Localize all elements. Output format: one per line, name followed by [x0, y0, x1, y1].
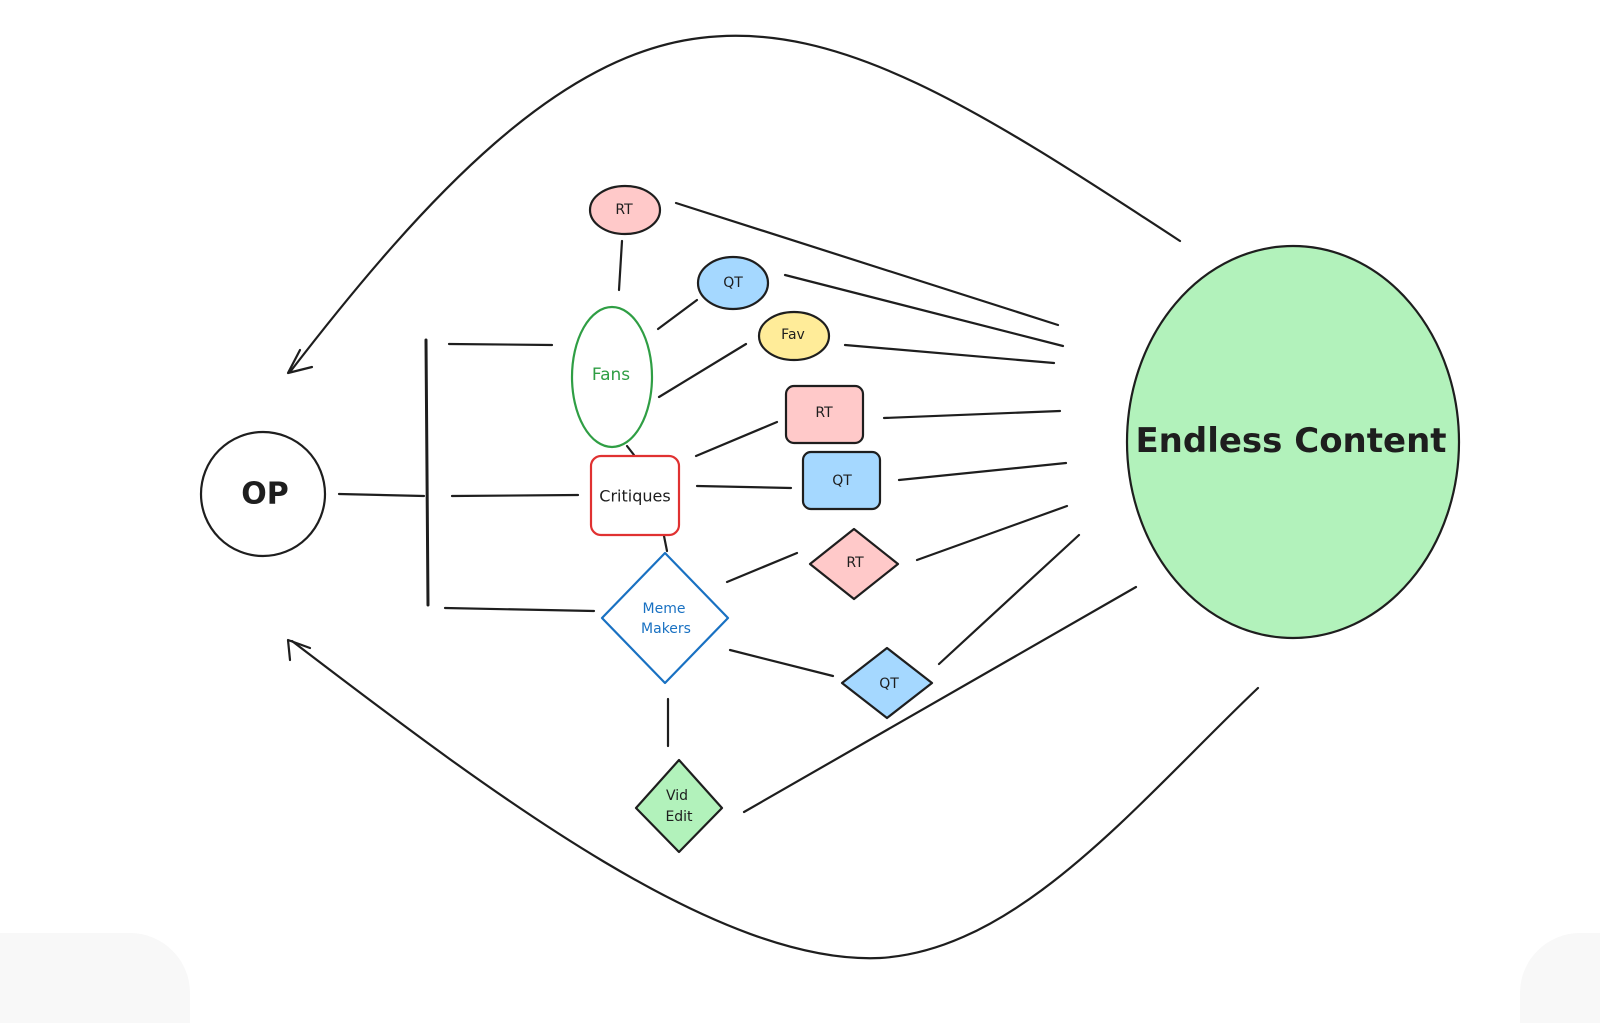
fans-node: Fans: [570, 305, 654, 449]
fans-to-qt: [656, 298, 699, 331]
rt-critiques-node: RT: [784, 384, 865, 445]
vid-edit-label-1: Vid: [666, 788, 688, 804]
critiques-to-meme: [662, 534, 669, 553]
bottom-curve-arrow: [290, 639, 1260, 960]
critiques-to-rt: [694, 420, 779, 458]
rt-critiques-label: RT: [815, 405, 833, 421]
rt-meme-to-content: [915, 504, 1069, 562]
critiques-label: Critiques: [599, 487, 670, 506]
op-label: OP: [241, 477, 289, 512]
qt-crit-to-content: [897, 461, 1068, 482]
qt-meme-to-content: [937, 533, 1081, 666]
vid-to-content: [742, 585, 1138, 814]
fav-to-content: [843, 343, 1056, 365]
meme-makers-node: Meme Makers: [600, 551, 730, 685]
rt-top-to-fans: [617, 239, 624, 292]
qt-top-label: QT: [723, 275, 743, 291]
rt-top-node: RT: [588, 184, 662, 236]
branch-trunk: [424, 338, 430, 607]
endless-content-node: Endless Content: [1125, 244, 1461, 640]
qt-critiques-node: QT: [801, 450, 882, 511]
critiques-to-qt: [695, 484, 793, 490]
rt-meme-label: RT: [846, 555, 864, 571]
qt-top-to-content: [783, 273, 1065, 348]
meme-to-qt: [728, 648, 835, 678]
critiques-node: Critiques: [589, 454, 681, 537]
vid-edit-label-2: Edit: [665, 809, 693, 825]
fans-to-fav: [657, 342, 748, 399]
op-node: OP: [199, 430, 327, 558]
op-connector: [337, 492, 426, 498]
qt-meme-node: QT: [840, 646, 934, 720]
fav-label: Fav: [781, 327, 805, 343]
bottom-left-panel: [0, 933, 190, 1023]
meme-makers-label-2: Makers: [641, 621, 691, 637]
fav-node: Fav: [757, 310, 831, 362]
top-curve-arrow: [288, 34, 1182, 374]
meme-makers-label-1: Meme: [643, 601, 686, 617]
bottom-arrowhead: [286, 638, 312, 662]
rt-crit-to-content: [882, 409, 1062, 420]
top-arrowhead: [286, 348, 314, 375]
endless-content-label: Endless Content: [1135, 421, 1446, 461]
meme-to-rt: [725, 551, 799, 584]
fans-to-critiques: [625, 444, 636, 457]
qt-top-node: QT: [696, 255, 770, 311]
fans-label: Fans: [592, 365, 630, 385]
rt-meme-node: RT: [808, 527, 900, 601]
vid-edit-node: Vid Edit: [634, 758, 724, 854]
qt-meme-label: QT: [879, 676, 899, 692]
branch-to-fans: [447, 342, 554, 347]
rt-top-label: RT: [615, 202, 633, 218]
qt-critiques-label: QT: [832, 473, 852, 489]
branch-to-meme-makers: [443, 606, 596, 613]
branch-to-critiques: [450, 493, 580, 498]
rt-top-to-content: [674, 201, 1060, 327]
